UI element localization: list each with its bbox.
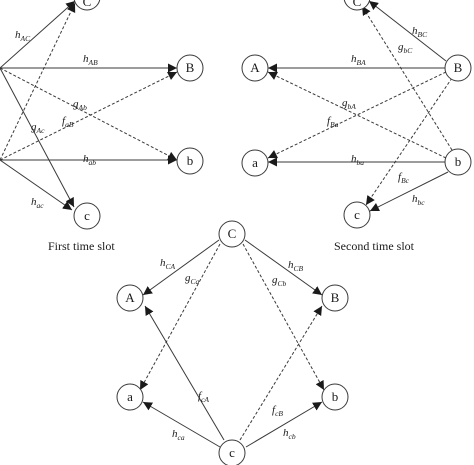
edge-slot3-c-b xyxy=(245,401,323,448)
svg-text:a: a xyxy=(252,155,258,170)
label-hBC: hBC xyxy=(412,25,428,39)
edge-slot1-a-B xyxy=(0,71,178,161)
node-slot1-C: C xyxy=(73,0,101,11)
label-hAB: hAB xyxy=(83,53,98,67)
edge-slot1-a-C xyxy=(0,2,76,161)
edge-slot2-B-a xyxy=(267,71,447,159)
edge-slot2-b-A xyxy=(267,71,447,159)
node-slot1-b: b xyxy=(176,147,204,175)
node-slot3-a: a xyxy=(116,383,144,411)
svg-text:B: B xyxy=(186,60,195,75)
edge-slot3-C-B xyxy=(244,239,323,296)
label-gbC: gbC xyxy=(398,41,413,55)
label-hab: hab xyxy=(83,153,96,167)
node-slot2-A: A xyxy=(241,54,269,82)
label-hac: hac xyxy=(31,196,44,210)
label-gAc: gAc xyxy=(31,121,45,135)
edge-slot1-A-C xyxy=(0,0,76,69)
svg-text:b: b xyxy=(187,153,194,168)
label-hbc: hbc xyxy=(412,193,425,207)
edge-slot3-c-a xyxy=(142,401,221,448)
node-slot2-c: c xyxy=(343,201,371,229)
edge-slot2-B-c xyxy=(365,77,453,206)
label-fBa: fBa xyxy=(327,115,339,129)
label-gAb: gAb xyxy=(73,98,87,112)
svg-text:b: b xyxy=(332,389,339,404)
edge-slot3-C-b xyxy=(242,243,325,391)
node-slot1-B: B xyxy=(176,54,204,82)
svg-text:b: b xyxy=(455,154,462,169)
svg-text:c: c xyxy=(84,208,90,223)
node-slot2-C: C xyxy=(343,0,371,11)
node-slot1-c: c xyxy=(73,202,101,230)
svg-text:c: c xyxy=(229,445,235,460)
label-gCb: gCb xyxy=(272,274,287,288)
svg-text:C: C xyxy=(83,0,92,9)
svg-text:a: a xyxy=(127,389,133,404)
svg-text:C: C xyxy=(228,226,237,241)
label-gbA: gbA xyxy=(342,97,356,111)
first-time-slot: hAC hAB gAb faB gAc hab hac C B b c xyxy=(0,0,204,230)
edge-slot3-C-A xyxy=(142,239,220,296)
svg-text:C: C xyxy=(353,0,362,9)
second-time-slot: hBC gbC hBA gbA fBa hba fBc hbc C A B a … xyxy=(241,0,472,229)
svg-text:A: A xyxy=(125,290,135,305)
node-slot2-a: a xyxy=(241,149,269,177)
label-hAC: hAC xyxy=(15,29,31,43)
node-slot3-b: b xyxy=(321,383,349,411)
label-fcA: fcA xyxy=(198,390,209,404)
label-hCB: hCB xyxy=(288,259,304,273)
node-slot3-C: C xyxy=(218,220,246,248)
label-hba: hba xyxy=(351,153,364,167)
caption-first-time-slot: First time slot xyxy=(48,239,115,253)
third-graph: hCA gCa hCB gCb fcA fcB hca hcb C A B a … xyxy=(116,220,349,465)
label-faB: faB xyxy=(62,115,74,129)
node-slot2-B: B xyxy=(444,54,472,82)
edge-slot2-B-C xyxy=(368,0,447,62)
svg-text:A: A xyxy=(250,60,260,75)
edge-slot1-a-c xyxy=(0,159,73,211)
svg-text:B: B xyxy=(454,60,463,75)
label-hcb: hcb xyxy=(283,427,296,441)
label-gCa: gCa xyxy=(185,272,200,286)
node-slot3-A: A xyxy=(116,284,144,312)
svg-text:c: c xyxy=(354,207,360,222)
node-slot3-c: c xyxy=(218,439,246,465)
label-fcB: fcB xyxy=(272,404,283,418)
caption-second-time-slot: Second time slot xyxy=(334,239,415,253)
edge-slot2-b-c xyxy=(369,171,449,212)
label-fBc: fBc xyxy=(398,171,410,185)
node-slot2-b: b xyxy=(444,148,472,176)
label-hca: hca xyxy=(172,428,185,442)
label-hCA: hCA xyxy=(160,257,176,271)
edge-slot3-C-a xyxy=(139,243,221,391)
edge-slot2-b-C xyxy=(361,5,453,151)
edge-slot3-c-A xyxy=(144,305,225,441)
edge-slot1-A-c xyxy=(0,67,75,208)
edge-slot1-A-b xyxy=(0,67,178,161)
svg-text:B: B xyxy=(331,290,340,305)
node-slot3-B: B xyxy=(321,284,349,312)
label-hBA: hBA xyxy=(351,53,366,67)
edge-slot3-c-B xyxy=(239,305,323,441)
